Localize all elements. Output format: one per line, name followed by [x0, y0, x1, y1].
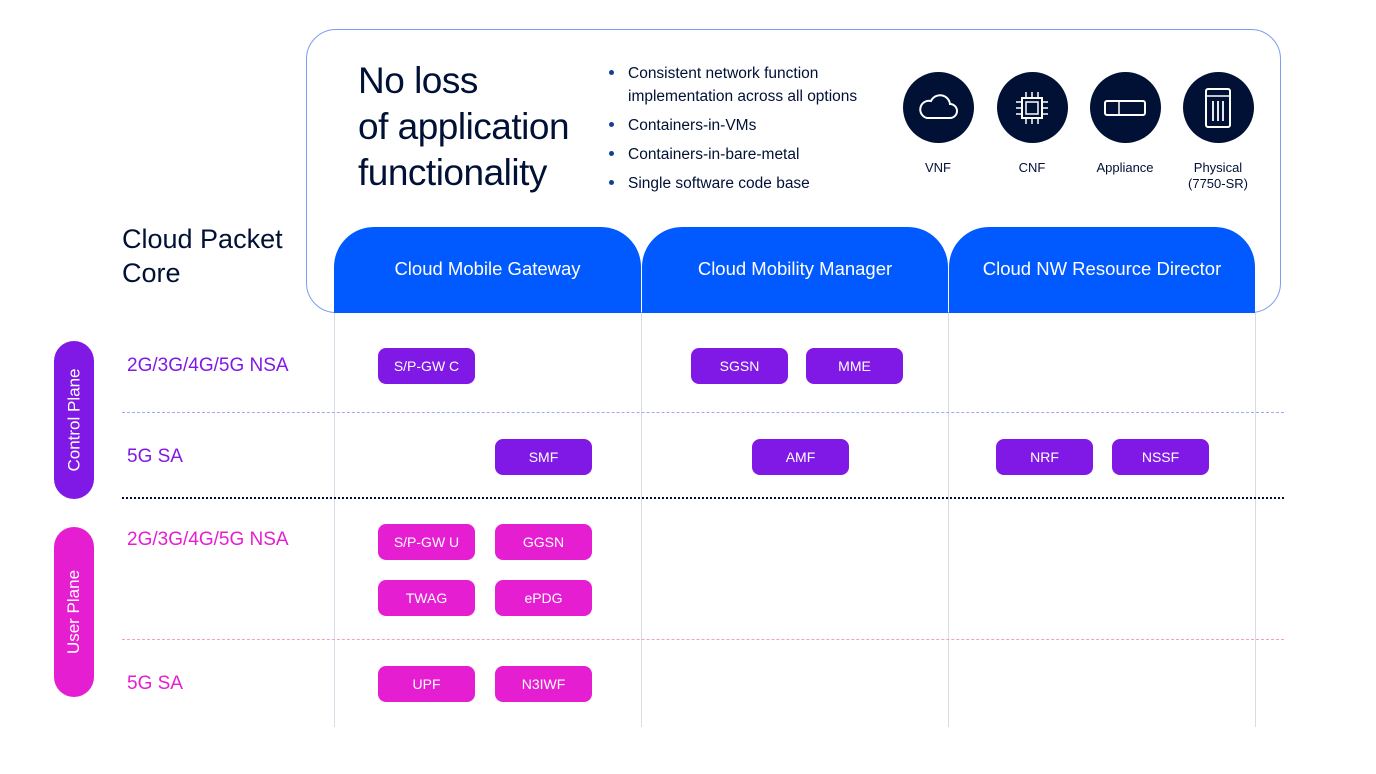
- nf-mme: MME: [806, 348, 903, 384]
- bullet-item: Consistent network function implementati…: [608, 62, 898, 108]
- bullet-item: Containers-in-VMs: [608, 114, 898, 137]
- deployment-option-cnf: CNF: [987, 72, 1077, 176]
- headline-line-1: No loss: [358, 60, 478, 101]
- user-plane-row-separator: [122, 639, 1284, 640]
- row-label-control-sa: 5G SA: [127, 446, 183, 467]
- deployment-label: VNF: [925, 160, 951, 175]
- feature-bullets: Consistent network function implementati…: [608, 62, 898, 201]
- row-label-control-nsa: 2G/3G/4G/5G NSA: [127, 355, 289, 376]
- nf-amf: AMF: [752, 439, 849, 475]
- row-label-user-nsa: 2G/3G/4G/5G NSA: [127, 529, 289, 550]
- nf-nssf: NSSF: [1112, 439, 1209, 475]
- control-plane-row-separator: [122, 412, 1284, 413]
- column-cloud-mobile-gateway: Cloud Mobile Gateway: [334, 227, 641, 313]
- bullet-item: Single software code base: [608, 172, 898, 195]
- nf-sp-gw-u: S/P-GW U: [378, 524, 475, 560]
- nf-upf: UPF: [378, 666, 475, 702]
- column-divider: [334, 313, 335, 727]
- row-label-user-sa: 5G SA: [127, 673, 183, 694]
- column-divider: [1255, 313, 1256, 727]
- headline-line-2: of application: [358, 106, 570, 147]
- column-divider: [641, 313, 642, 727]
- user-plane-label: User Plane: [64, 569, 84, 655]
- control-plane-pill: Control Plane: [54, 341, 94, 499]
- appliance-icon: [1089, 72, 1161, 143]
- control-plane-label: Control Plane: [64, 368, 84, 472]
- cloud-icon: [902, 72, 974, 143]
- user-plane-pill: User Plane: [54, 527, 94, 697]
- deployment-option-appliance: Appliance: [1080, 72, 1170, 176]
- deployment-option-vnf: VNF: [893, 72, 983, 176]
- headline: No loss of application functionality: [358, 58, 598, 196]
- nf-n3iwf: N3IWF: [495, 666, 592, 702]
- plane-separator: [122, 497, 1284, 499]
- nf-sp-gw-c: S/P-GW C: [378, 348, 475, 384]
- bullet-item: Containers-in-bare-metal: [608, 143, 898, 166]
- column-cloud-mobility-manager: Cloud Mobility Manager: [642, 227, 948, 313]
- nf-smf: SMF: [495, 439, 592, 475]
- section-title: Cloud Packet Core: [122, 224, 283, 288]
- nf-epdg: ePDG: [495, 580, 592, 616]
- column-cloud-nw-resource-director: Cloud NW Resource Director: [949, 227, 1255, 313]
- rack-icon: [1182, 72, 1254, 143]
- column-divider: [948, 313, 949, 727]
- nf-twag: TWAG: [378, 580, 475, 616]
- nf-nrf: NRF: [996, 439, 1093, 475]
- chip-icon: [996, 72, 1068, 143]
- nf-sgsn: SGSN: [691, 348, 788, 384]
- deployment-label: CNF: [1018, 160, 1046, 175]
- nf-ggsn: GGSN: [495, 524, 592, 560]
- headline-line-3: functionality: [358, 152, 547, 193]
- deployment-label: Physical (7750-SR): [1188, 160, 1248, 191]
- deployment-label: Appliance: [1096, 160, 1154, 175]
- deployment-option-physical: Physical (7750-SR): [1173, 72, 1263, 192]
